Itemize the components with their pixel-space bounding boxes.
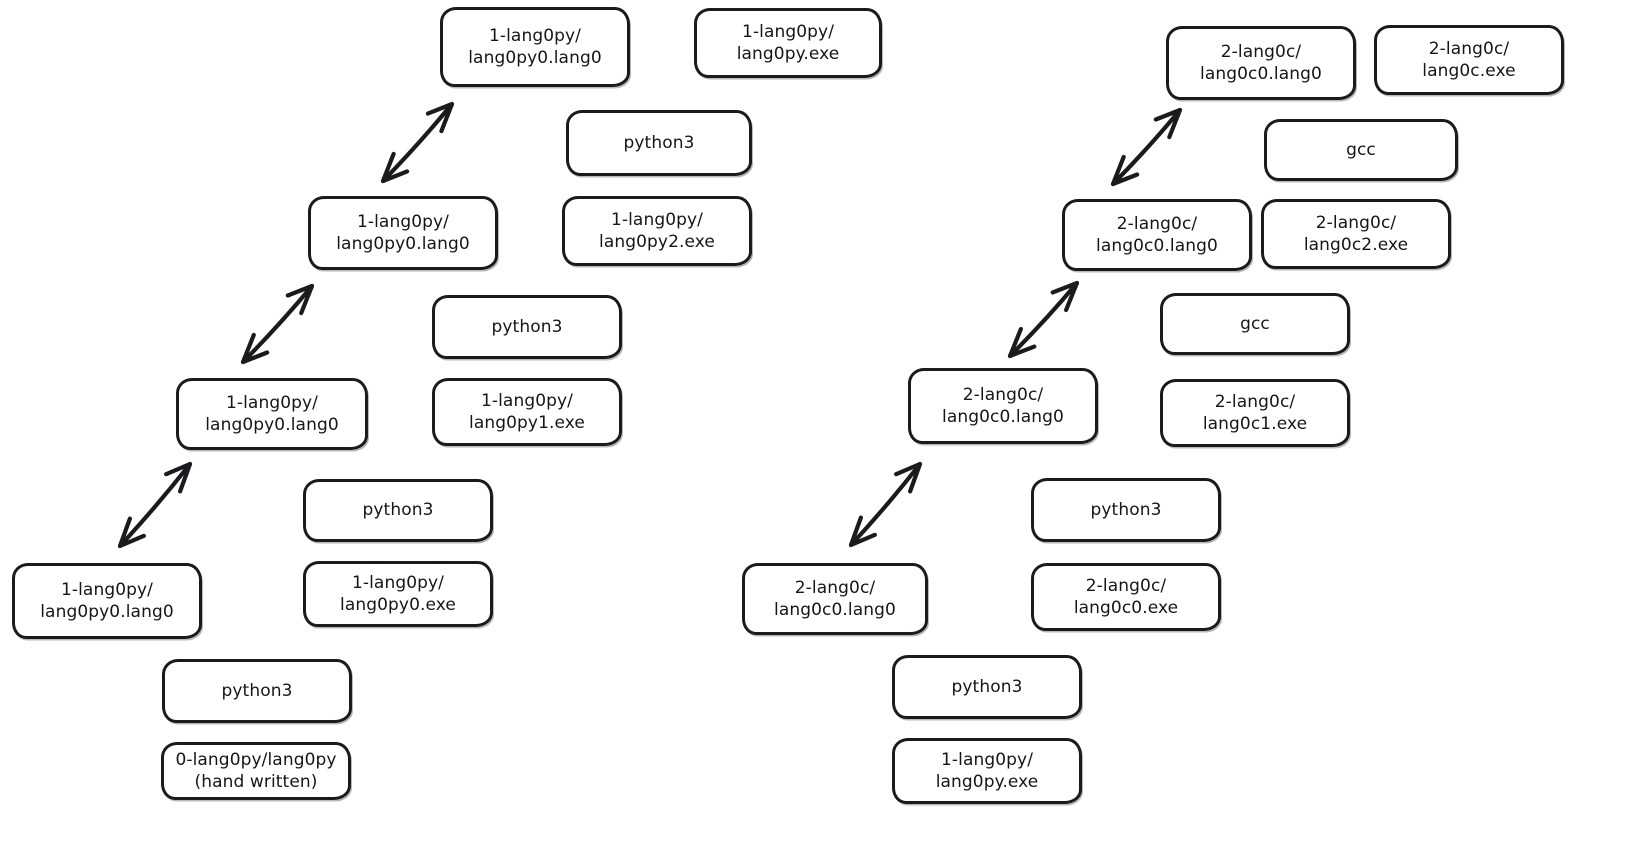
- arrow-shaft: [1007, 280, 1080, 359]
- node-label: 1-lang0py/ lang0py0.lang0: [205, 392, 339, 435]
- arrowhead-up: [285, 283, 315, 316]
- arrowhead-up: [894, 461, 923, 494]
- node-r-src2[interactable]: 2-lang0c/ lang0c0.lang0: [1062, 199, 1252, 271]
- arrowhead-down: [1007, 326, 1037, 359]
- node-l-in0[interactable]: 0-lang0py/lang0py (hand written): [161, 742, 351, 800]
- node-r-src3[interactable]: 2-lang0c/ lang0c0.lang0: [1166, 26, 1356, 100]
- node-l-tool2[interactable]: python3: [432, 295, 622, 359]
- arrow-shaft: [240, 283, 315, 365]
- node-r-in0[interactable]: 1-lang0py/ lang0py.exe: [892, 738, 1082, 804]
- node-l-tool3[interactable]: python3: [566, 110, 752, 176]
- node-l-tool0[interactable]: python3: [162, 659, 352, 723]
- node-label: python3: [362, 500, 434, 521]
- arrow-r-a2: [1110, 107, 1183, 187]
- node-r-tool2[interactable]: gcc: [1160, 293, 1350, 355]
- node-r-tool0[interactable]: python3: [892, 655, 1082, 719]
- node-label: 1-lang0py/ lang0py.exe: [736, 21, 840, 64]
- node-l-src1[interactable]: 1-lang0py/ lang0py0.lang0: [176, 378, 368, 450]
- node-r-in3[interactable]: 2-lang0c/ lang0c2.exe: [1261, 199, 1451, 269]
- node-label: 2-lang0c/ lang0c0.lang0: [942, 384, 1064, 427]
- node-label: gcc: [1240, 313, 1270, 334]
- arrow-l-a0: [117, 461, 193, 549]
- node-label: 2-lang0c/ lang0c0.lang0: [774, 577, 896, 620]
- node-l-in2[interactable]: 1-lang0py/ lang0py1.exe: [432, 378, 622, 446]
- node-label: 2-lang0c/ lang0c0.exe: [1073, 575, 1179, 618]
- arrow-r-a1: [1007, 280, 1080, 359]
- node-label: 2-lang0c/ lang0c0.lang0: [1200, 41, 1322, 84]
- node-label: 2-lang0c/ lang0c0.lang0: [1096, 213, 1218, 256]
- arrow-shaft: [380, 101, 455, 184]
- arrow-shaft: [1110, 107, 1183, 187]
- arrowhead-down: [117, 516, 146, 549]
- node-label: 1-lang0py/ lang0py0.exe: [340, 572, 456, 615]
- arrowhead-down: [848, 515, 877, 548]
- arrowhead-down: [380, 151, 410, 184]
- node-label: 2-lang0c/ lang0c.exe: [1422, 38, 1516, 81]
- node-l-exe3[interactable]: 1-lang0py/ lang0py.exe: [694, 8, 882, 78]
- arrow-l-a2: [380, 101, 455, 184]
- node-label: 2-lang0c/ lang0c2.exe: [1303, 212, 1409, 255]
- arrowhead-up: [1050, 280, 1080, 313]
- node-label: 1-lang0py/ lang0py2.exe: [599, 209, 715, 252]
- arrow-shaft: [117, 461, 193, 549]
- node-r-exe3[interactable]: 2-lang0c/ lang0c.exe: [1374, 25, 1564, 95]
- arrow-shaft: [848, 461, 923, 548]
- node-label: 1-lang0py/ lang0py0.lang0: [468, 25, 602, 68]
- node-label: gcc: [1346, 139, 1376, 160]
- node-label: python3: [221, 680, 293, 701]
- node-r-tool3[interactable]: gcc: [1264, 119, 1458, 181]
- arrowhead-up: [425, 101, 455, 134]
- node-label: python3: [951, 676, 1023, 697]
- node-label: python3: [491, 316, 563, 337]
- node-label: python3: [623, 132, 695, 153]
- arrow-r-a0: [848, 461, 923, 548]
- node-l-in1[interactable]: 1-lang0py/ lang0py0.exe: [303, 561, 493, 627]
- arrow-l-a1: [240, 283, 315, 365]
- node-label: python3: [1090, 499, 1162, 520]
- node-l-in3[interactable]: 1-lang0py/ lang0py2.exe: [562, 196, 752, 266]
- node-label: 1-lang0py/ lang0py.exe: [935, 749, 1039, 792]
- node-r-in2[interactable]: 2-lang0c/ lang0c1.exe: [1160, 379, 1350, 447]
- node-l-src0[interactable]: 1-lang0py/ lang0py0.lang0: [12, 563, 202, 639]
- node-l-src3[interactable]: 1-lang0py/ lang0py0.lang0: [440, 7, 630, 87]
- node-r-src1[interactable]: 2-lang0c/ lang0c0.lang0: [908, 368, 1098, 444]
- node-label: 1-lang0py/ lang0py1.exe: [469, 390, 585, 433]
- node-l-tool1[interactable]: python3: [303, 479, 493, 542]
- node-l-src2[interactable]: 1-lang0py/ lang0py0.lang0: [308, 196, 498, 270]
- arrowhead-down: [1110, 154, 1140, 187]
- node-label: 1-lang0py/ lang0py0.lang0: [40, 579, 174, 622]
- node-r-tool1[interactable]: python3: [1031, 478, 1221, 542]
- node-label: 2-lang0c/ lang0c1.exe: [1202, 391, 1308, 434]
- arrowhead-up: [164, 461, 193, 494]
- node-label: 0-lang0py/lang0py (hand written): [175, 749, 337, 792]
- arrowhead-down: [240, 332, 270, 365]
- node-r-in1[interactable]: 2-lang0c/ lang0c0.exe: [1031, 563, 1221, 631]
- node-r-src0[interactable]: 2-lang0c/ lang0c0.lang0: [742, 563, 928, 635]
- node-label: 1-lang0py/ lang0py0.lang0: [336, 211, 470, 254]
- arrowhead-up: [1153, 107, 1183, 140]
